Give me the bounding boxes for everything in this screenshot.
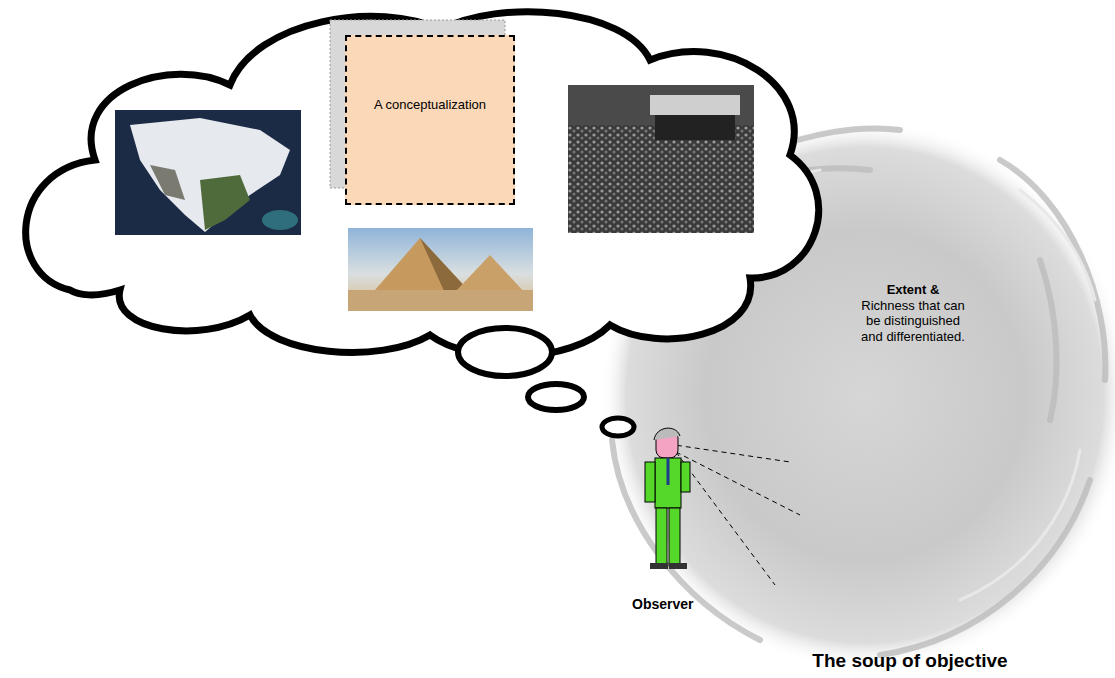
observer-figure bbox=[645, 428, 800, 585]
crowd-photo bbox=[568, 85, 754, 233]
pyramids-photo bbox=[348, 228, 533, 311]
thought-cloud bbox=[26, 12, 819, 357]
concept-box: A conceptualization bbox=[345, 35, 515, 205]
earth-photo bbox=[115, 110, 301, 235]
observer-label: Observer bbox=[632, 596, 722, 613]
concept-text: A conceptualization bbox=[357, 97, 503, 112]
soup-title: The soup of objective bbox=[760, 650, 1060, 673]
soup-note: Extent & Richness that can be distinguis… bbox=[858, 282, 968, 344]
